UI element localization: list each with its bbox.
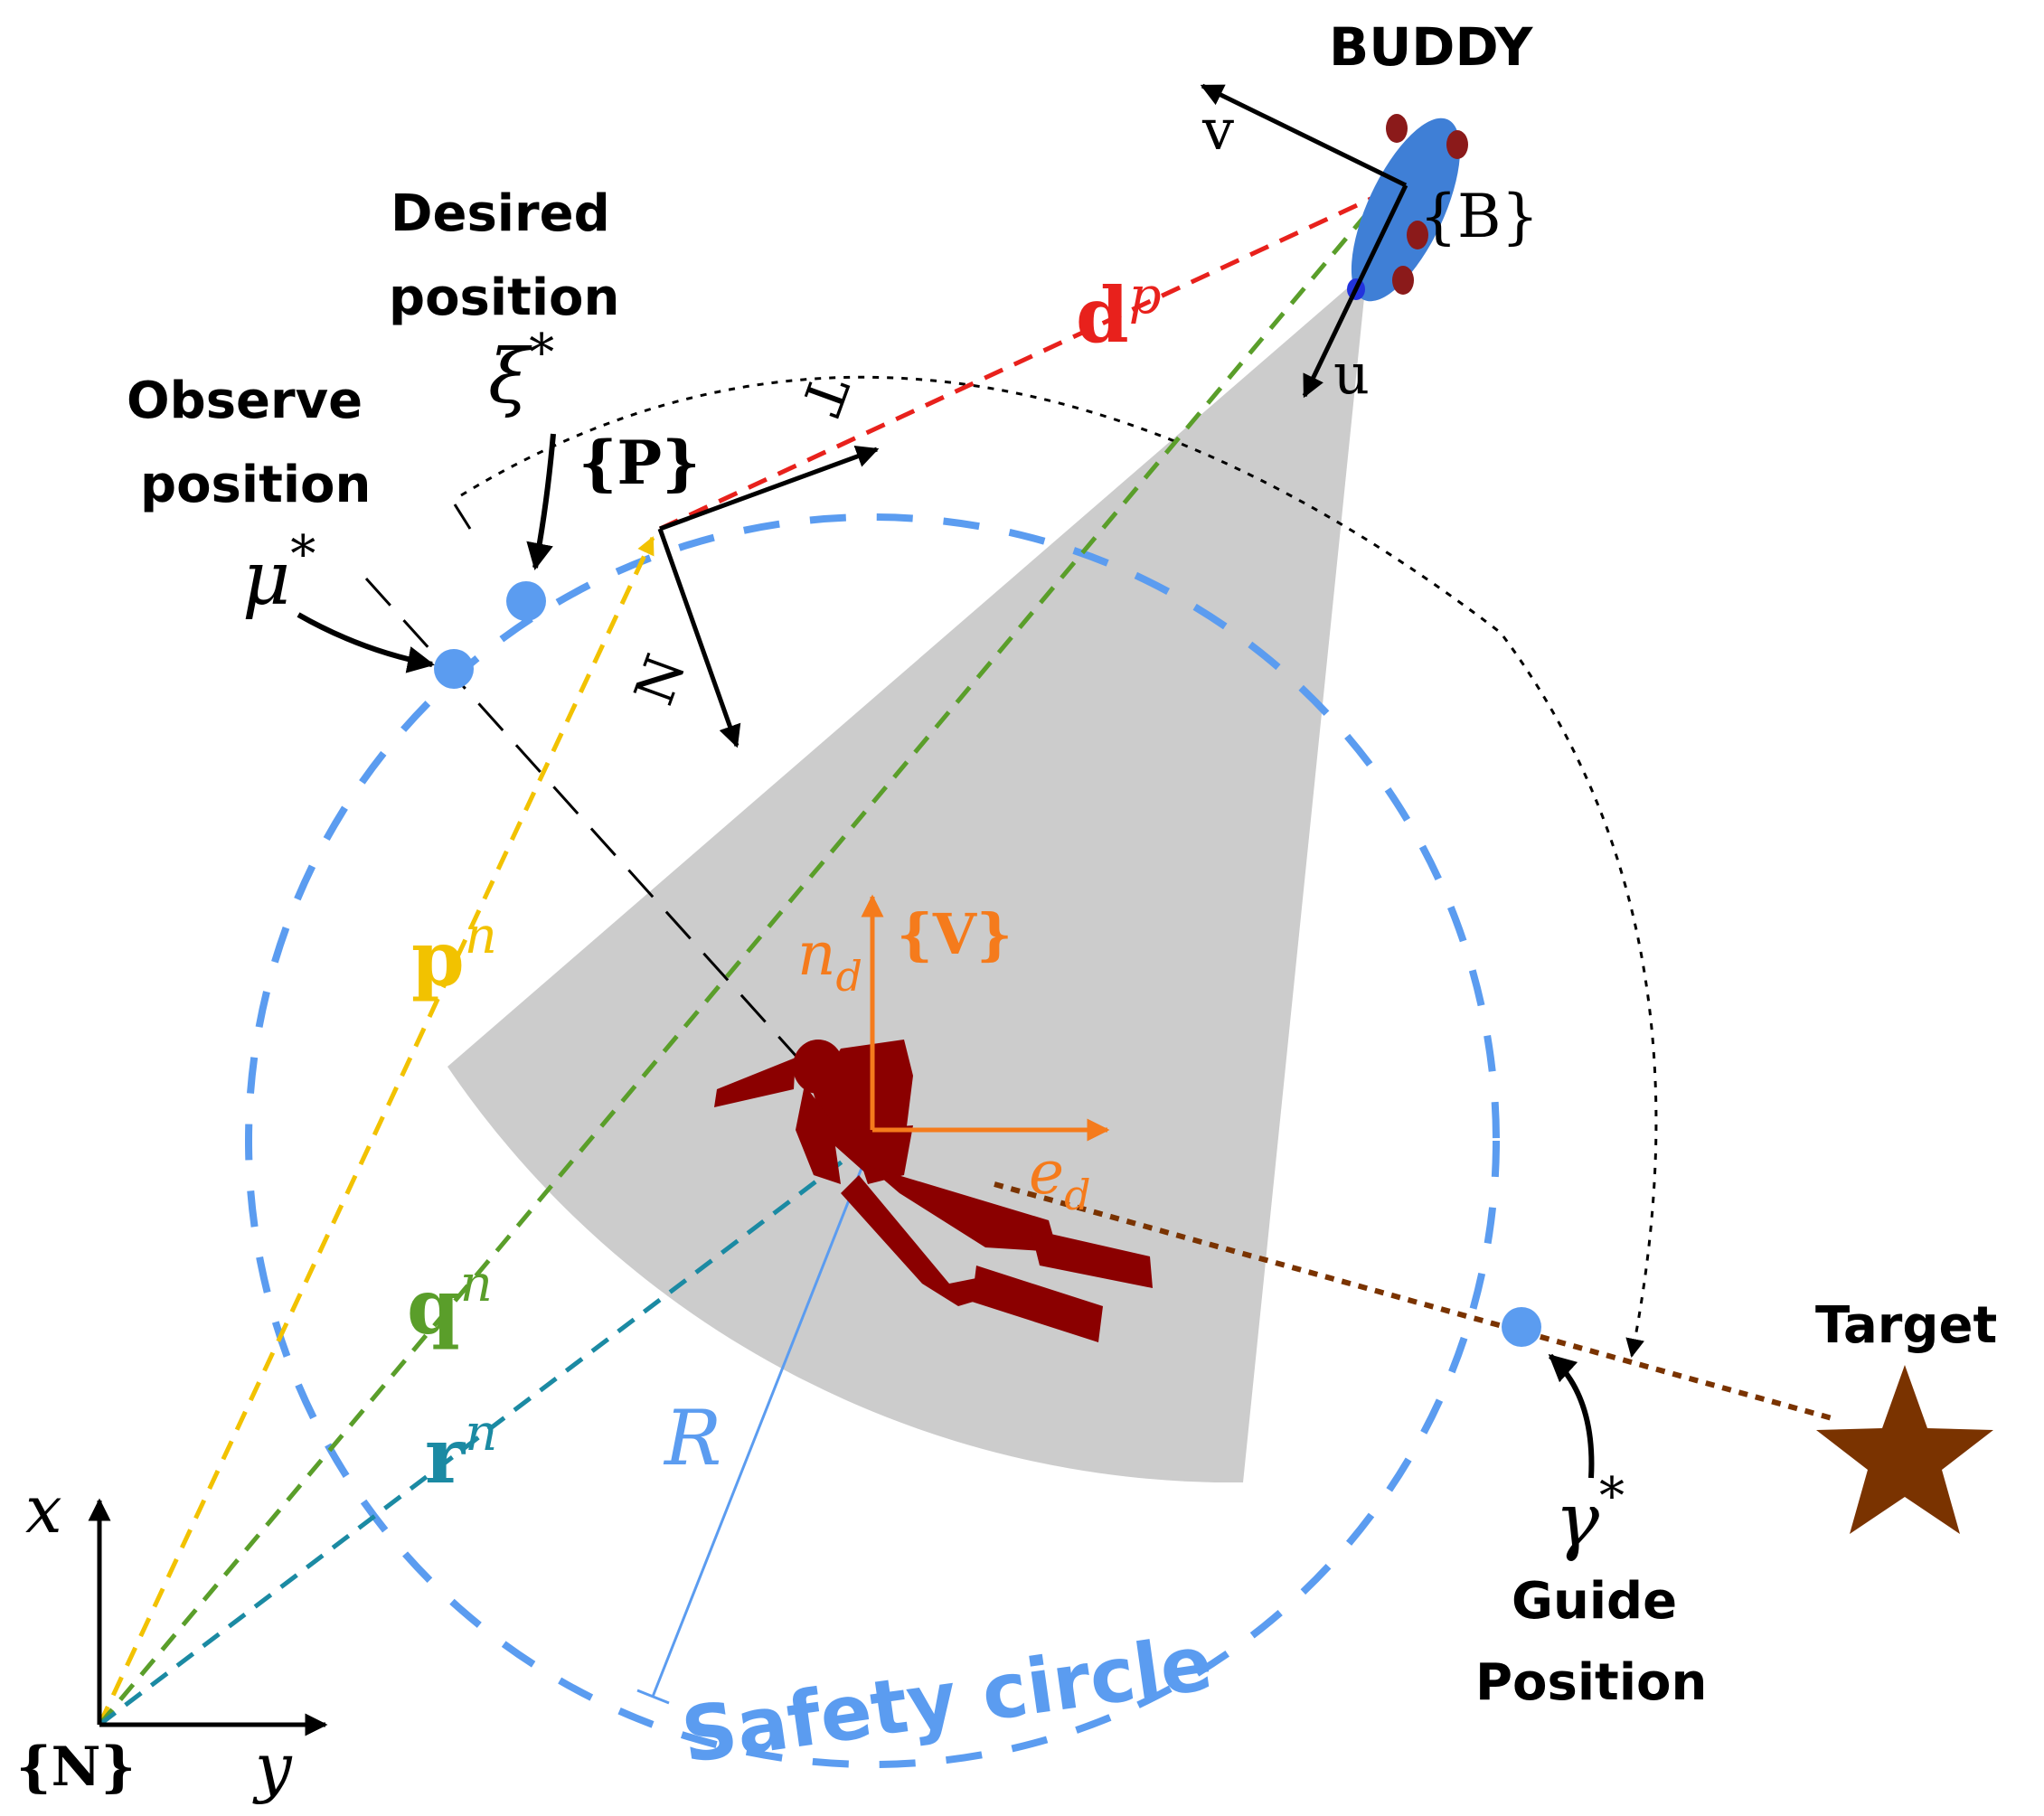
- ed-label: ed: [1029, 1138, 1091, 1219]
- thruster: [1407, 221, 1428, 249]
- mu-pointer-arrow: [297, 612, 435, 673]
- observe-label-line2: position: [140, 456, 371, 514]
- observation-arc: [460, 375, 1658, 1359]
- mu-base: μ: [242, 536, 290, 622]
- thruster: [1446, 130, 1468, 159]
- nd-label: nd: [797, 919, 862, 1001]
- n-axis-label: N: [623, 646, 699, 712]
- gamma-base: γ: [1555, 1478, 1600, 1564]
- frame-n-label: {N}: [16, 1736, 136, 1799]
- thruster: [1386, 114, 1408, 143]
- guide-label-line1: Guide: [1512, 1572, 1677, 1631]
- guide-position-point: [1502, 1307, 1541, 1347]
- desired-position-point: [506, 581, 546, 621]
- d-vector-label: dp: [1076, 267, 1162, 360]
- buddy-v-axis: [1200, 83, 1408, 188]
- q-vector-label: qn: [407, 1255, 493, 1351]
- vector-q: [98, 176, 1399, 1727]
- frame-p-t-axis: [659, 446, 880, 532]
- target-label: Target: [1815, 1296, 1997, 1355]
- ed-sub: d: [1064, 1171, 1090, 1219]
- q-vector-base: q: [407, 1262, 460, 1351]
- gamma-sup: *: [1599, 1467, 1625, 1526]
- gamma-label: γ*: [1555, 1467, 1625, 1564]
- safety-circle-label: Safety circle: [676, 1618, 1217, 1780]
- d-vector-base: d: [1076, 270, 1129, 360]
- radius-line: [651, 1140, 874, 1698]
- xi-base: ξ: [488, 334, 532, 420]
- x-axis-label: x: [25, 1472, 62, 1548]
- r-vector-base: r: [425, 1411, 466, 1501]
- desired-label-line1: Desired: [391, 184, 610, 243]
- vector-d: [658, 180, 1408, 532]
- nd-sub: d: [836, 952, 862, 1001]
- xi-pointer-arrow: [526, 433, 556, 570]
- r-vector-label: rn: [425, 1404, 497, 1501]
- mu-label: μ*: [242, 525, 316, 622]
- frame-p-n-axis: [657, 528, 741, 748]
- thruster: [1392, 266, 1414, 295]
- buddy-vehicle: [1347, 114, 1468, 302]
- t-axis-label: T: [788, 367, 860, 423]
- target-line: [994, 1181, 1836, 1422]
- p-vector-base: p: [411, 914, 465, 1003]
- d-vector-sup: p: [1129, 267, 1162, 325]
- u-axis-label: u: [1333, 341, 1370, 407]
- radius-label: R: [663, 1394, 721, 1482]
- radius-end-tick: [636, 1689, 670, 1705]
- buddy-u-axis: [1302, 183, 1408, 399]
- target-star: [1816, 1365, 1993, 1534]
- diver-silhouette: [714, 1040, 1153, 1342]
- gamma-pointer-arrow: [1548, 1353, 1595, 1479]
- safety-circle: [245, 513, 1500, 1768]
- v-axis-label: v: [1201, 97, 1234, 163]
- y-axis-label: y: [252, 1729, 293, 1805]
- buddy-label: BUDDY: [1329, 16, 1533, 78]
- desired-label-line2: position: [389, 268, 619, 327]
- r-vector-sup: n: [465, 1404, 497, 1463]
- observe-position-point: [434, 649, 474, 689]
- frame-v-label: {V}: [897, 901, 1013, 967]
- frame-p-label: {P}: [579, 428, 701, 498]
- xi-label: ξ*: [488, 324, 554, 420]
- mu-sup: *: [290, 525, 316, 584]
- vector-p: [97, 536, 655, 1727]
- p-vector-label: pn: [411, 907, 497, 1003]
- observe-label-line1: Observe: [127, 372, 363, 430]
- frame-b-label: {B}: [1419, 182, 1539, 251]
- arc-start-tick: [453, 503, 472, 530]
- guide-label-line2: Position: [1475, 1653, 1707, 1712]
- p-vector-sup: n: [465, 907, 497, 965]
- xi-sup: *: [529, 324, 554, 382]
- nd-base: n: [797, 919, 836, 989]
- q-vector-sup: n: [460, 1255, 493, 1313]
- ed-base: e: [1029, 1138, 1064, 1208]
